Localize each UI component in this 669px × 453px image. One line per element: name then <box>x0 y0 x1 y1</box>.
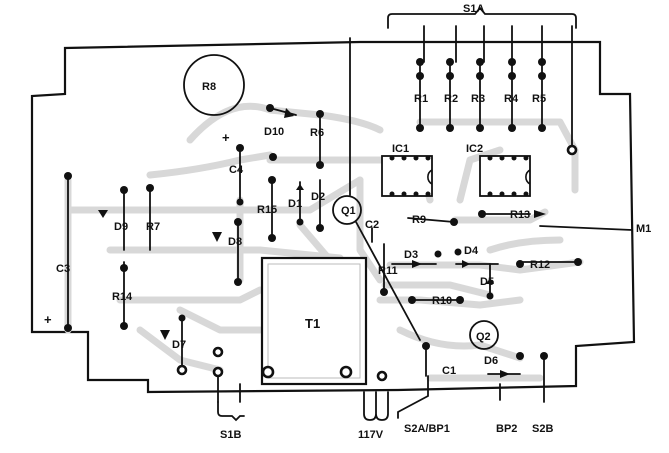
label-s1b: S1B <box>220 429 241 441</box>
label-r9: R9 <box>412 214 426 226</box>
m1-leader <box>539 225 633 231</box>
copper-traces <box>64 102 584 382</box>
label-r13: R13 <box>510 209 530 221</box>
label-d4: D4 <box>464 245 479 257</box>
label-ic2: IC2 <box>466 143 483 155</box>
label-d2: D2 <box>311 191 325 203</box>
label-r2: R2 <box>444 93 458 105</box>
label-r4: R4 <box>504 93 519 105</box>
label-d6: D6 <box>484 355 498 367</box>
label-s2a-bp1: S2A/BP1 <box>404 423 450 435</box>
q2-outline <box>469 320 499 350</box>
label-r5: R5 <box>532 93 546 105</box>
label-d9: D9 <box>114 221 128 233</box>
label-r11: R11 <box>378 265 398 277</box>
label-r3: R3 <box>471 93 485 105</box>
t1-transformer <box>260 256 368 386</box>
q1-outline <box>332 195 362 225</box>
label-s2b: S2B <box>532 423 553 435</box>
q1-lead-to-s2a <box>355 221 421 341</box>
label-r6: R6 <box>310 127 324 139</box>
label-m1: M1 <box>636 223 651 235</box>
label-r8: R8 <box>202 81 216 93</box>
d6-c1 <box>397 342 548 419</box>
label-c4: C4 <box>229 164 244 176</box>
label-q2: Q2 <box>476 331 491 343</box>
label-117v: 117V <box>358 429 384 441</box>
d7-diode <box>160 314 188 376</box>
label-c3: C3 <box>56 263 70 275</box>
line-cord-leads <box>363 391 389 421</box>
label-c2: C2 <box>365 219 379 231</box>
label-d8: D8 <box>228 236 242 248</box>
label-d1: D1 <box>288 198 302 210</box>
label-t1: T1 <box>305 316 320 331</box>
d9-r7 <box>98 184 154 251</box>
c4-capacitor <box>236 144 244 206</box>
label-ic1: IC1 <box>392 143 409 155</box>
c2-r9-r13 <box>371 210 546 243</box>
label-q1: Q1 <box>341 205 356 217</box>
label-plus-c3: + <box>44 312 52 327</box>
label-s1a: S1A <box>463 3 484 15</box>
d8-diode <box>212 218 242 286</box>
label-r10: R10 <box>432 295 452 307</box>
s1a-bracket <box>387 6 577 29</box>
d10-r6-components <box>266 104 324 169</box>
label-r7: R7 <box>146 221 160 233</box>
ic1-package <box>381 155 433 197</box>
c3-capacitor <box>64 172 72 332</box>
r15-d1-d2 <box>268 176 324 242</box>
label-bp2: BP2 <box>496 423 517 435</box>
label-d7: D7 <box>172 339 186 351</box>
117v-pad <box>376 370 388 382</box>
label-plus-c4: + <box>222 130 230 145</box>
s1a-contact-leads <box>349 25 573 196</box>
resistor-bank-r1-r5 <box>416 58 578 156</box>
label-r12: R12 <box>530 259 550 271</box>
r14-resistor <box>120 261 128 330</box>
d5-r10 <box>408 263 494 304</box>
label-d5: D5 <box>480 276 494 288</box>
component-labels: S1A R8 R1 R2 R3 R4 R5 IC1 IC2 D10 R6 + C… <box>44 3 651 441</box>
label-d10: D10 <box>264 126 284 138</box>
label-r15: R15 <box>257 204 277 216</box>
label-r14: R14 <box>112 291 133 303</box>
r8-outline <box>183 54 245 116</box>
s1b-leads <box>212 346 245 422</box>
label-r1: R1 <box>414 93 428 105</box>
label-d3: D3 <box>404 249 418 261</box>
label-c1: C1 <box>442 365 456 377</box>
ic2-package <box>479 155 531 197</box>
d3-d4-r11-r12 <box>380 243 582 296</box>
